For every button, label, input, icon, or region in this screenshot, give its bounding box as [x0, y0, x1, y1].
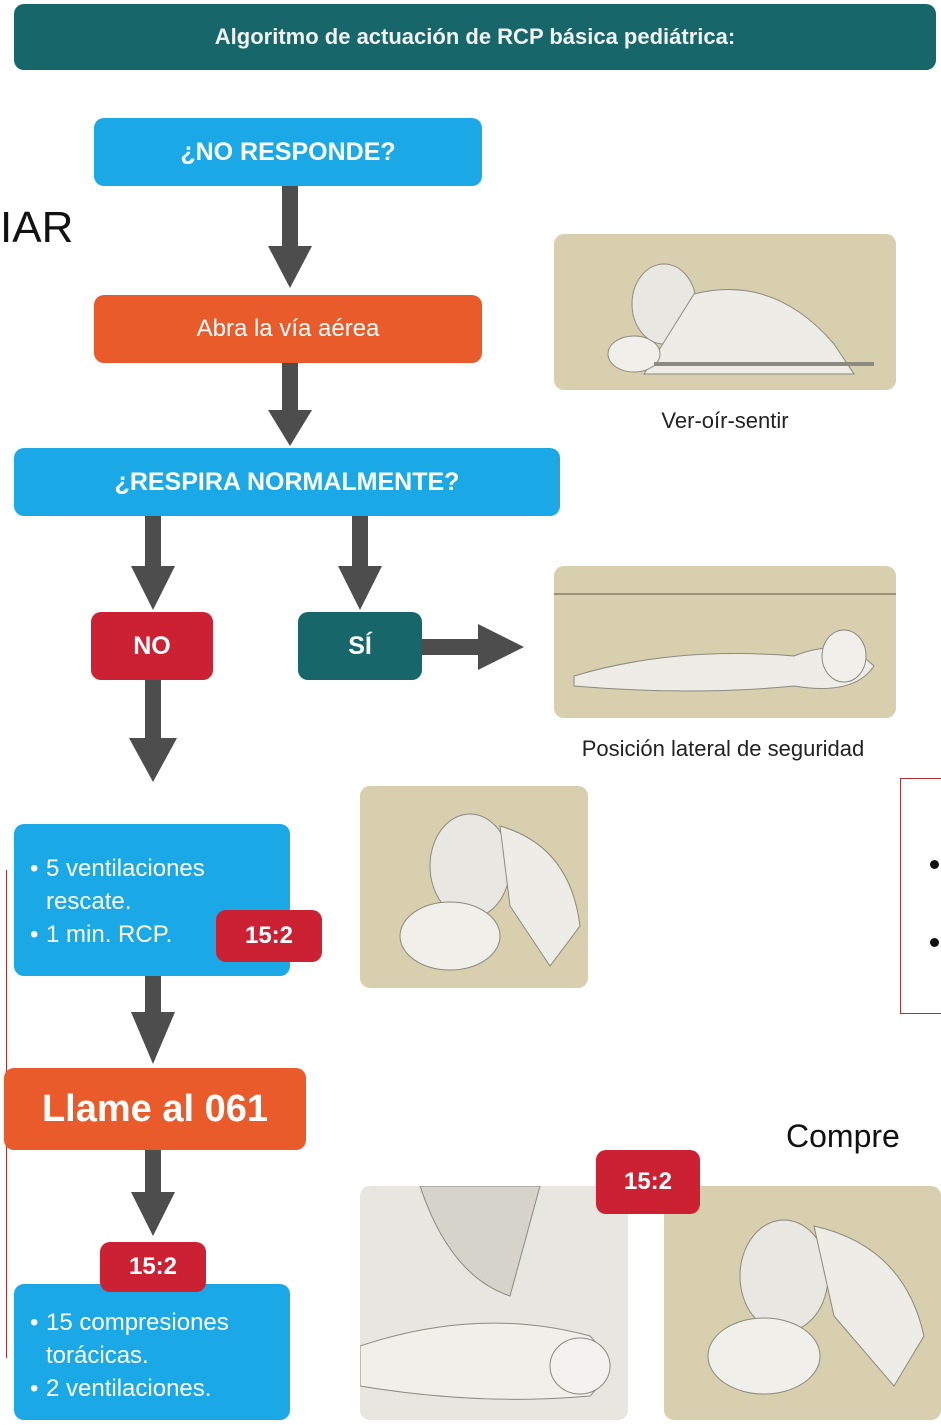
respira-box: ¿RESPIRA NORMALMENTE?	[14, 448, 560, 516]
caption-posicion-lateral: Posición lateral de seguridad	[581, 736, 865, 761]
ventilaciones-item-2: 1 min. RCP.	[30, 918, 290, 951]
arrow-head-5	[478, 624, 524, 670]
arrow-shaft-5	[420, 639, 480, 655]
header-title: Algoritmo de actuación de RCP básica ped…	[14, 4, 936, 70]
arrow-shaft-3	[145, 516, 161, 568]
background-bullet-1	[930, 860, 939, 869]
caption-ver-oir-sentir: Ver-oír-sentir	[661, 408, 789, 433]
abra-via-box: Abra la vía aérea	[94, 295, 482, 363]
arrow-shaft-8	[145, 1150, 161, 1194]
no-responde-box: ¿NO RESPONDE?	[94, 118, 482, 186]
ratio-badge-3: 15:2	[596, 1150, 700, 1214]
background-text-compre: Compre	[786, 1118, 900, 1154]
arrow-head-7	[131, 1012, 175, 1064]
arrow-shaft-1	[282, 186, 298, 248]
arrow-head-1	[268, 246, 312, 288]
arrow-head-6	[129, 738, 177, 782]
arrow-head-8	[131, 1192, 175, 1236]
photo-posicion-lateral	[554, 566, 896, 718]
compresiones-item-2: 2 ventilaciones.	[30, 1372, 290, 1405]
arrow-shaft-4	[352, 516, 368, 568]
llame-box: Llame al 061	[4, 1068, 306, 1150]
background-text-iar: IAR	[0, 203, 74, 252]
arrow-shaft-2	[282, 362, 298, 412]
photo-ventilacion	[360, 786, 588, 988]
ventilaciones-item-1: 5 ventilaciones rescate.	[30, 852, 276, 918]
ratio-badge-1: 15:2	[216, 910, 322, 962]
background-outline-box	[900, 778, 941, 1014]
arrow-shaft-6	[145, 680, 161, 740]
arrow-head-2	[268, 410, 312, 446]
compresiones-item-1: 15 compresiones torácicas.	[30, 1306, 286, 1372]
compresiones-box: 15 compresiones torácicas. 2 ventilacion…	[14, 1284, 290, 1420]
arrow-head-3	[131, 566, 175, 610]
photo-ver-oir-sentir	[554, 234, 896, 390]
photo-ventilacion-2	[664, 1186, 941, 1420]
photo-compresiones	[360, 1186, 628, 1420]
si-box: SÍ	[298, 612, 422, 680]
background-bullet-2	[930, 938, 939, 947]
ratio-badge-2: 15:2	[100, 1242, 206, 1292]
no-box: NO	[91, 612, 213, 680]
arrow-shaft-7	[145, 976, 161, 1014]
arrow-head-4	[338, 566, 382, 610]
